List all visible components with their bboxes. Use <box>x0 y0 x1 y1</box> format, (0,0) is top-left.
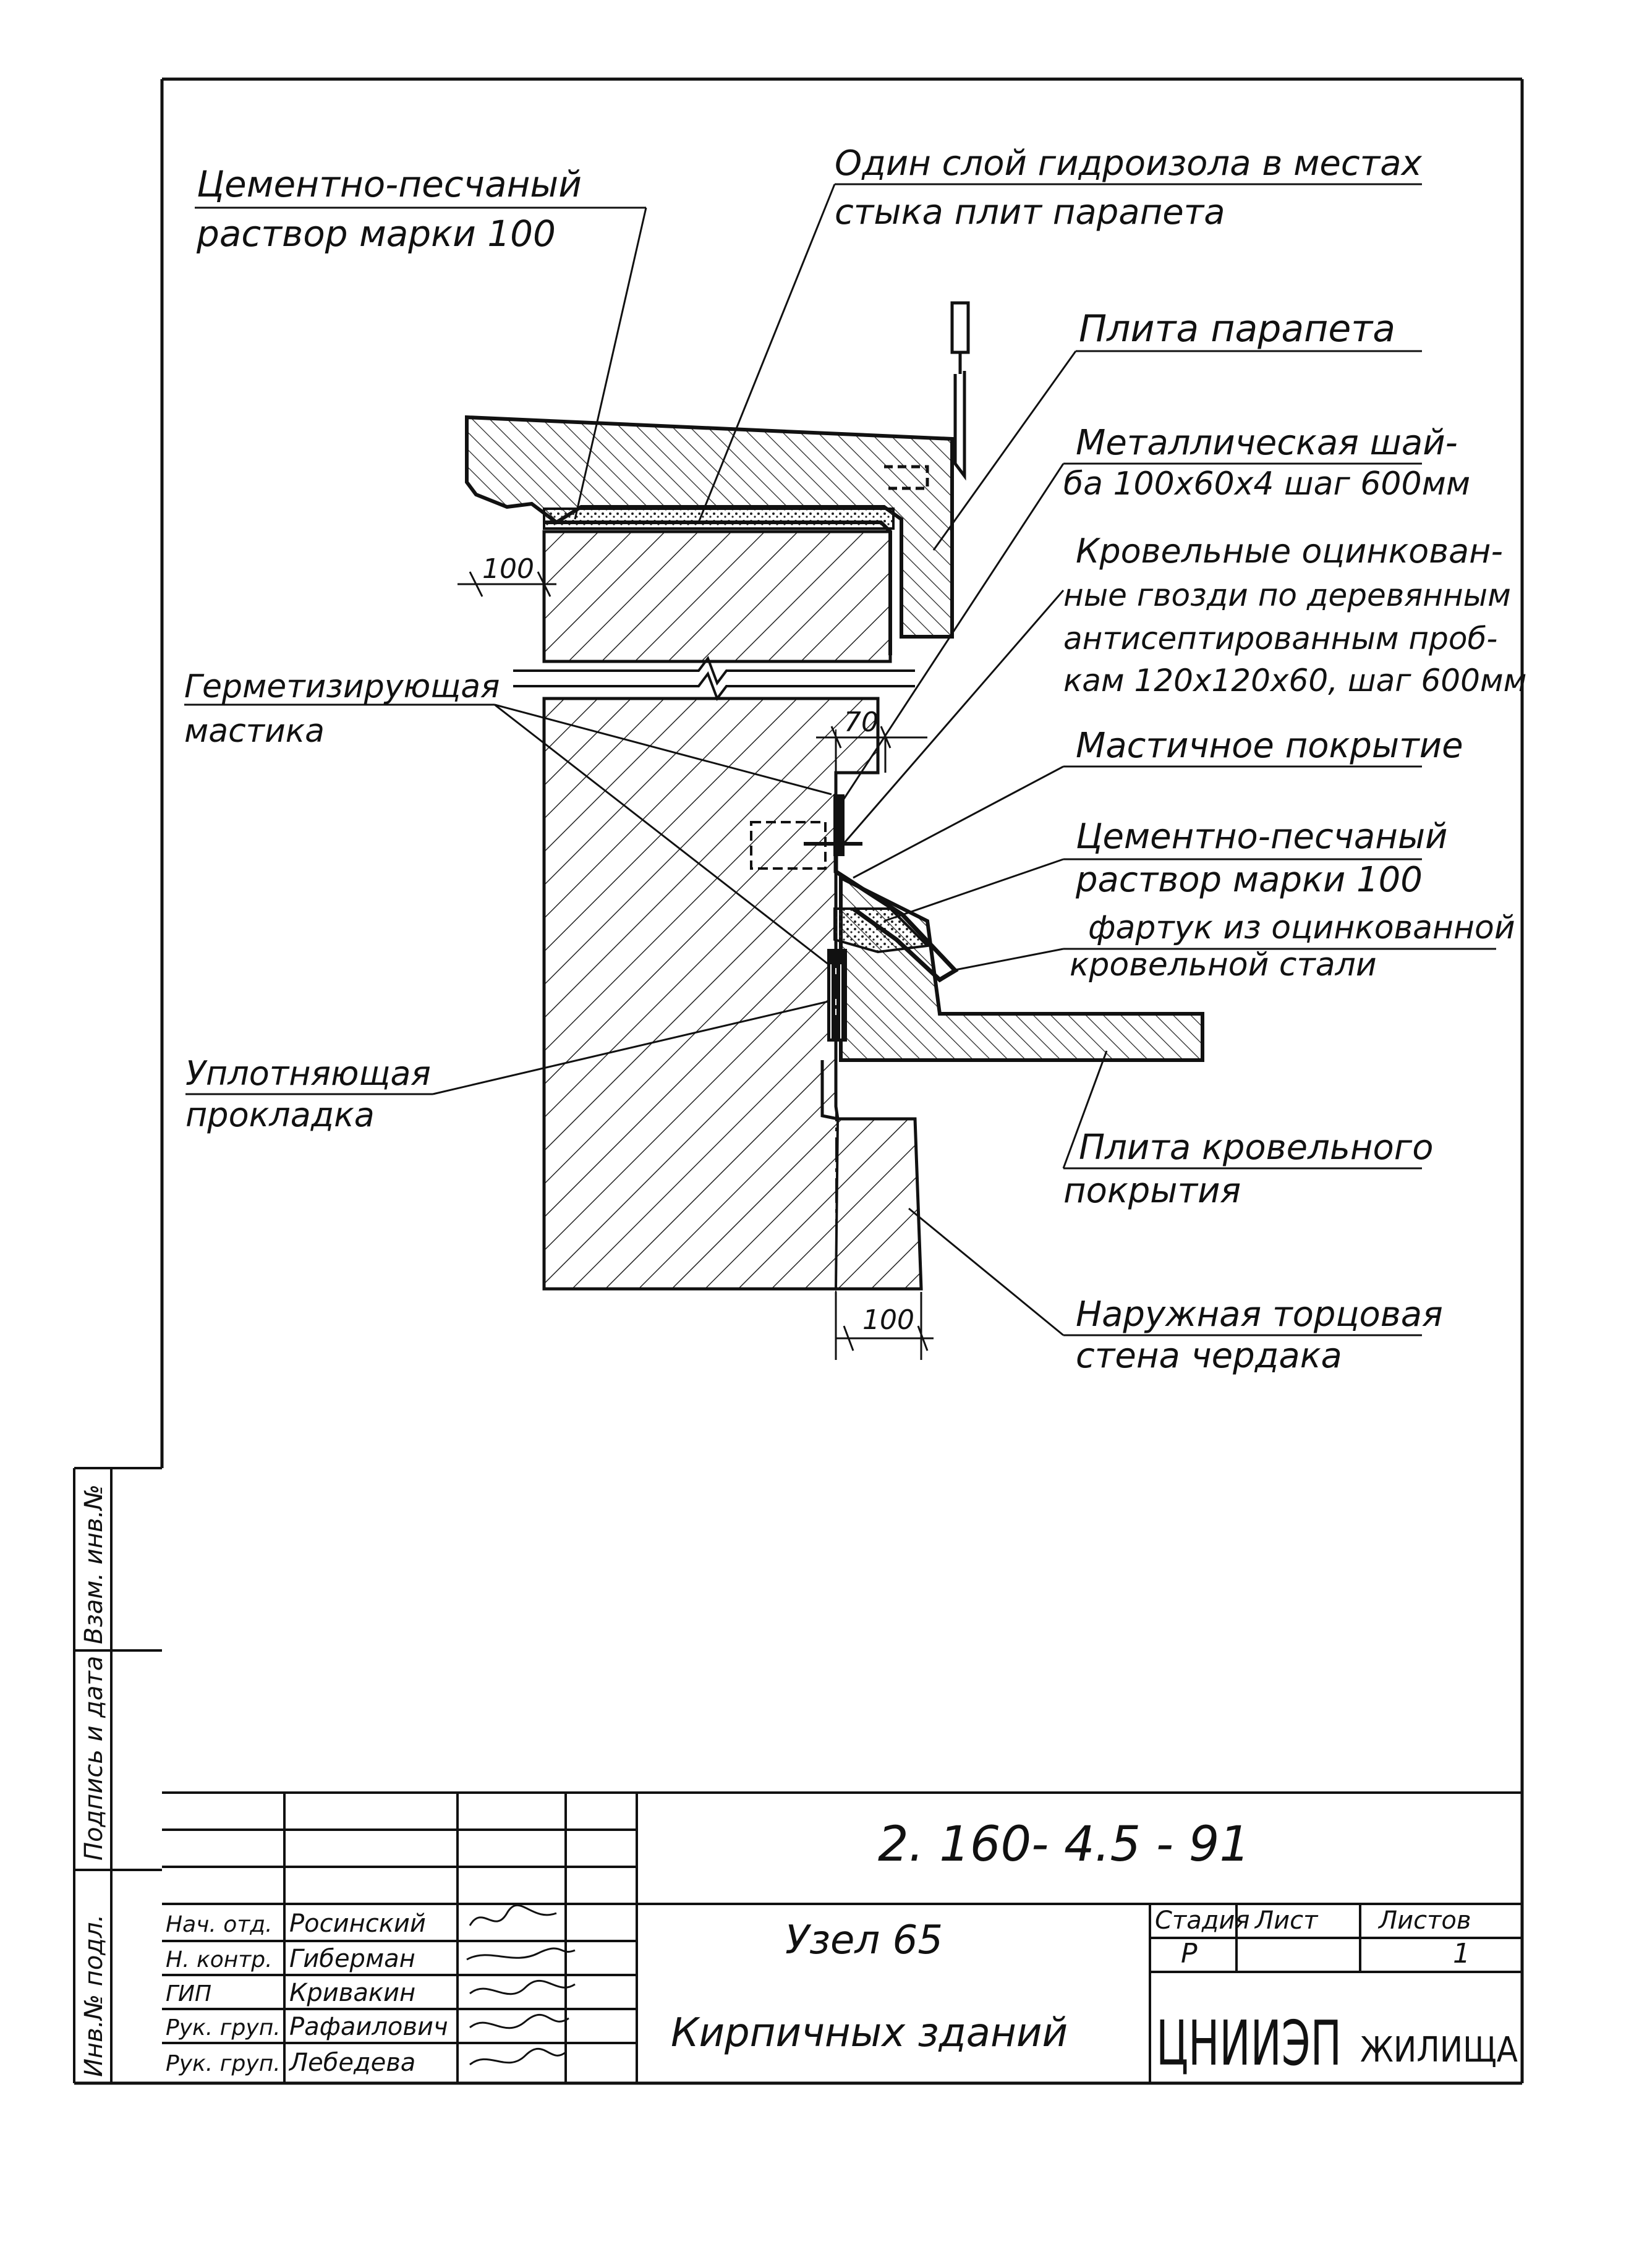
label-apron-2: кровельной стали <box>1070 946 1377 983</box>
label-mortar-top-2: раствор марки 100 <box>196 213 556 255</box>
label-apron-1: фартук из оцинкованной <box>1088 909 1515 946</box>
brick-wall-upper <box>542 530 892 663</box>
label-waterproof-1: Один слой гидроизола в местах <box>835 143 1423 184</box>
role-5-name: Лебедева <box>288 2049 415 2077</box>
break-lines <box>513 655 915 702</box>
waterproof-strip <box>544 520 892 655</box>
label-nails-1: Кровельные оцинкован- <box>1076 532 1503 571</box>
org-name: ЖИЛИЩА <box>1360 2030 1518 2070</box>
label-parapet-slab: Плита парапета <box>1079 307 1395 350</box>
brick-wall-lower <box>542 697 923 1291</box>
role-3-name: Кривакин <box>289 1979 415 2007</box>
role-1-name: Росинский <box>289 1909 426 1938</box>
label-mastic-coat: Мастичное покрытие <box>1076 726 1463 766</box>
role-5: Рук. груп. <box>166 2051 281 2076</box>
dimension-100-top-label: 100 <box>482 553 534 585</box>
sheets-header: Листов <box>1377 1906 1471 1935</box>
subtitle: Кирпичных зданий <box>671 2010 1068 2056</box>
stage-header: Стадия <box>1155 1906 1249 1935</box>
label-washer-1: Металлическая шай- <box>1076 423 1458 463</box>
dimension-100-top <box>457 571 556 597</box>
parapet-slab <box>465 415 954 639</box>
org-logo: ЦНИИЭП <box>1156 2007 1342 2079</box>
label-gasket-1: Уплотняющая <box>185 1054 431 1093</box>
wall-recess <box>820 1060 838 1121</box>
mortar-layer-top <box>543 508 895 530</box>
sheet-header: Лист <box>1254 1906 1319 1935</box>
role-4-name: Рафаилович <box>289 2013 448 2041</box>
roles-table: Нач. отд. Росинский Н. контр. Гиберман Г… <box>166 1909 448 2077</box>
label-gasket-2: прокладка <box>185 1095 375 1134</box>
label-mortar-mid-1: Цементно-песчаный <box>1076 817 1447 857</box>
side-stamp <box>73 1467 162 2083</box>
dimension-70 <box>816 726 927 797</box>
stage-value: Р <box>1181 1938 1198 1969</box>
role-1: Нач. отд. <box>166 1912 273 1937</box>
label-nails-4: кам 120х120х60, шаг 600мм <box>1063 663 1526 699</box>
label-nails-2: ные гвозди по деревянным <box>1063 577 1511 613</box>
label-sealant-2: мастика <box>184 713 325 750</box>
doc-code: 2. 160- 4.5 - 91 <box>878 1817 1250 1872</box>
label-sealant-1: Герметизирующая <box>184 668 500 705</box>
detail-drawing: 100 70 100 <box>184 143 1526 1376</box>
dimension-100-bottom-label: 100 <box>862 1304 914 1336</box>
anchor-bolt <box>884 301 970 490</box>
dimension-70-label: 70 <box>844 707 879 738</box>
sealing-gasket <box>827 949 847 1042</box>
label-waterproof-2: стыка плит парапета <box>835 192 1225 232</box>
role-2-name: Гиберман <box>289 1945 415 1973</box>
label-washer-2: ба 100х60х4 шаг 600мм <box>1063 465 1470 503</box>
label-wall-2: стена чердака <box>1076 1336 1342 1376</box>
roof-slab <box>839 875 1204 1062</box>
title-block-grid <box>162 1791 1522 2083</box>
label-mortar-mid-2: раствор марки 100 <box>1075 860 1423 900</box>
side-stamp-sign-date: Подпись и дата <box>80 1656 108 1861</box>
label-nails-3: антисептированным проб- <box>1063 621 1497 656</box>
side-stamp-replace-inv: Взам. инв.№ <box>80 1484 108 1644</box>
role-3: ГИП <box>166 1981 211 2007</box>
signatures <box>466 1904 576 2066</box>
role-2: Н. контр. <box>166 1947 273 1973</box>
role-4: Рук. груп. <box>166 2015 281 2041</box>
label-wall-1: Наружная торцовая <box>1076 1294 1443 1335</box>
metal-washer <box>833 794 845 856</box>
sheets-value: 1 <box>1453 1938 1470 1969</box>
label-mortar-top-1: Цементно-песчаный <box>197 163 582 205</box>
annotation-labels: Цементно-песчаный раствор марки 100 Один… <box>184 143 1526 1376</box>
node-title: Узел 65 <box>785 1918 943 1963</box>
leader-lines <box>184 183 1496 1336</box>
dimension-100-bottom <box>835 1292 934 1360</box>
side-stamp-inv-sub: Инв.№ подл. <box>80 1914 108 2077</box>
sheet-frame <box>74 77 1524 2085</box>
label-roof-slab-1: Плита кровельного <box>1079 1128 1433 1168</box>
label-roof-slab-2: покрытия <box>1063 1171 1241 1211</box>
